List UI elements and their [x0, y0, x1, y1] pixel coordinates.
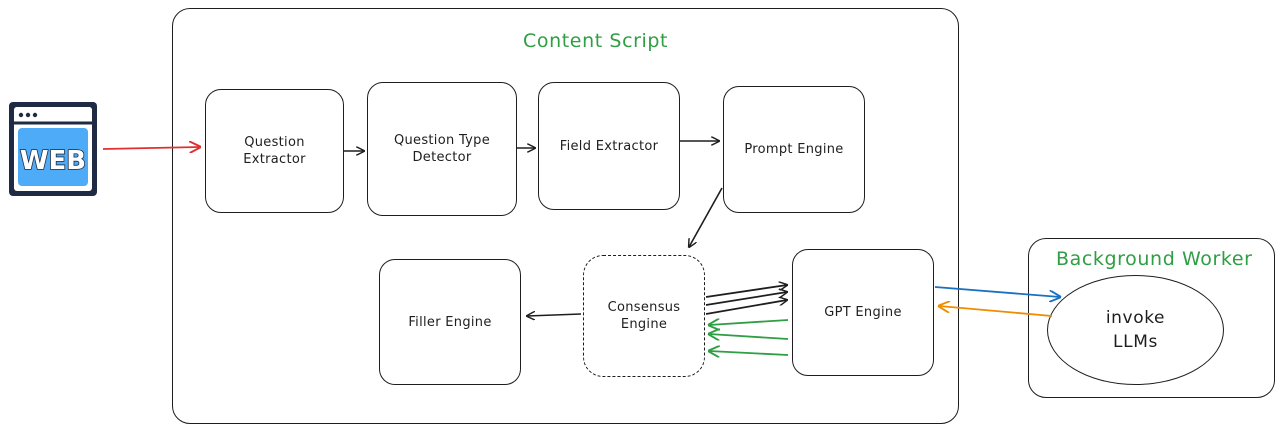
- question-extractor-label-line1: Question: [244, 135, 305, 150]
- field-extractor-node: Field Extractor: [538, 82, 680, 210]
- field-extractor-label: Field Extractor: [559, 138, 659, 154]
- invoke-llms-label-line2: LLMs: [1113, 332, 1158, 352]
- question-extractor-label-line2: Extractor: [243, 152, 306, 167]
- web-icon-label: WEB: [20, 146, 86, 176]
- prompt-engine-node: Prompt Engine: [723, 86, 865, 213]
- consensus-engine-label-line2: Engine: [620, 317, 668, 332]
- gpt-engine-node: GPT Engine: [792, 249, 934, 376]
- background-worker-container: [1028, 238, 1275, 398]
- background-worker-title: Background Worker: [1056, 248, 1253, 270]
- invoke-llms-label-line1: invoke: [1105, 308, 1166, 328]
- web-browser-icon: WEB: [8, 101, 98, 197]
- content-script-title: Content Script: [523, 30, 669, 52]
- filler-engine-node: Filler Engine: [379, 259, 521, 385]
- prompt-engine-label: Prompt Engine: [744, 142, 844, 157]
- filler-engine-label: Filler Engine: [408, 314, 492, 330]
- gpt-engine-label: GPT Engine: [824, 305, 902, 320]
- question-type-detector-label-line1: Question Type: [393, 133, 491, 148]
- question-type-detector-label-line2: Detector: [412, 150, 472, 165]
- consensus-engine-label-line1: Consensus: [607, 300, 681, 315]
- content-script-container: [172, 8, 959, 424]
